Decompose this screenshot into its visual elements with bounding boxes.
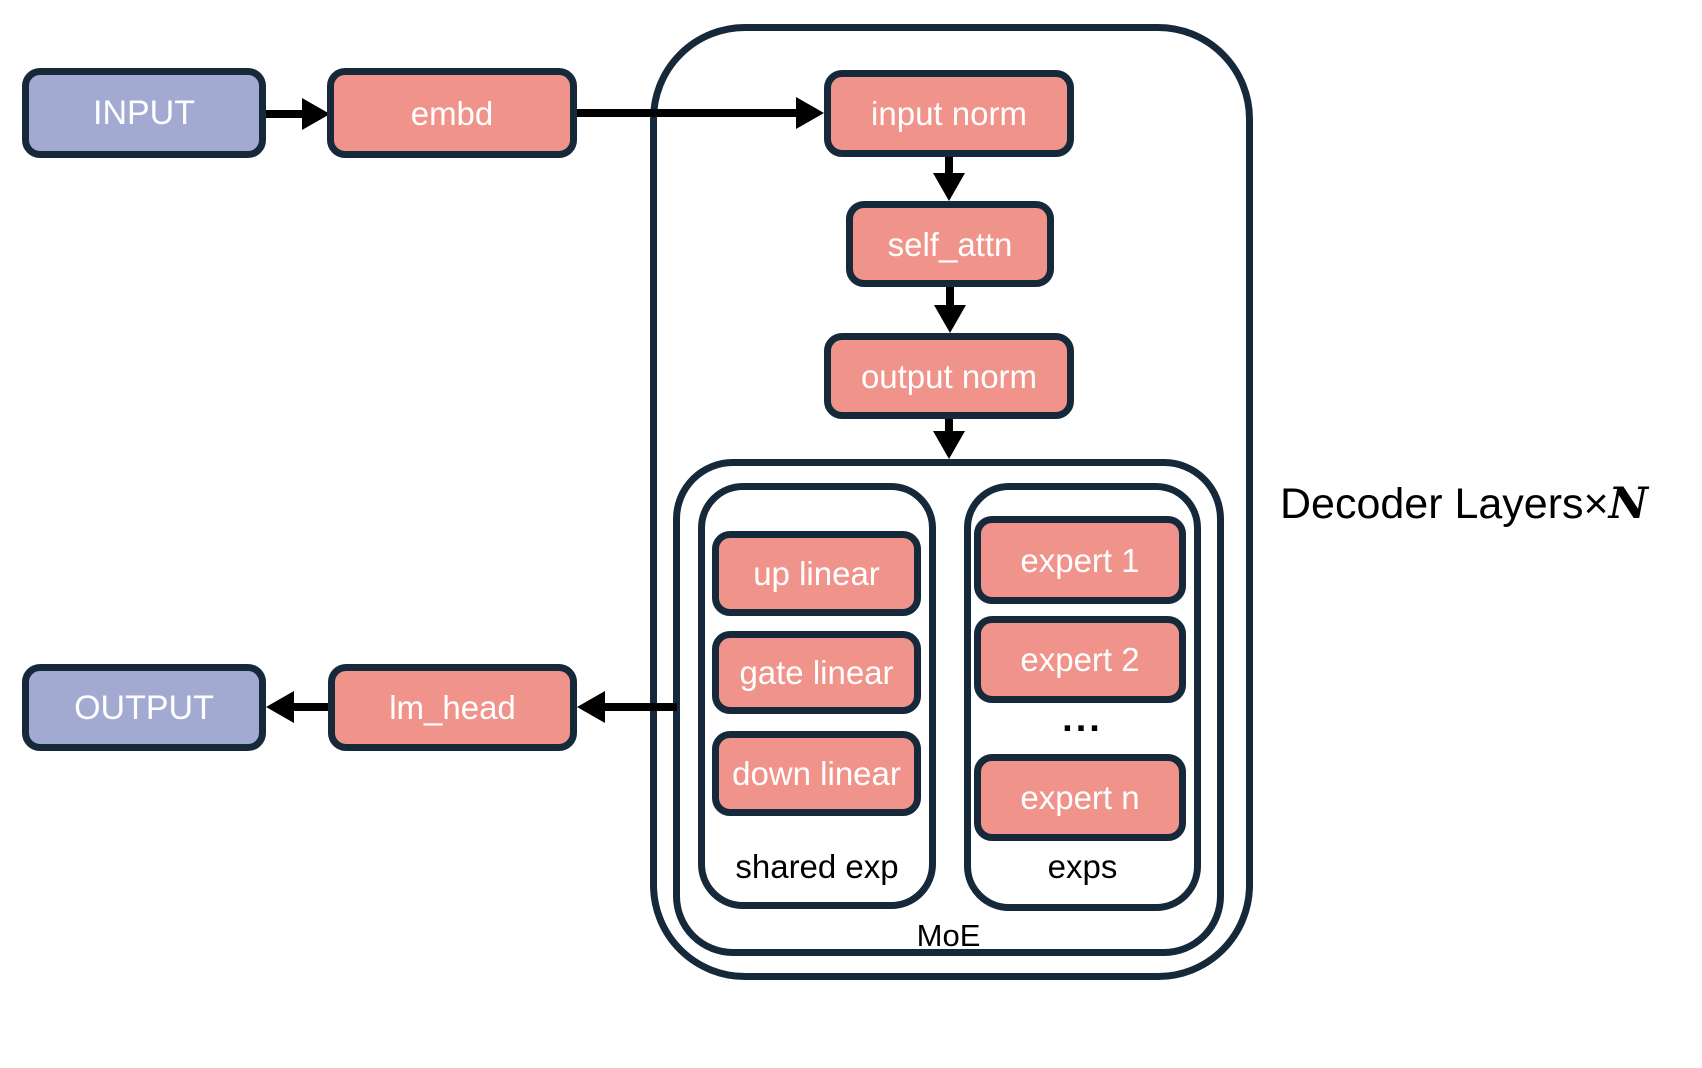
output-norm-node-label: output norm — [860, 357, 1038, 395]
exps-container — [964, 483, 1201, 911]
expert-2-node: expert 2 — [974, 616, 1186, 703]
arrow-lm-head-to-output — [266, 691, 332, 723]
expert-1-node-label: expert 1 — [1020, 541, 1140, 579]
output-node-label: OUTPUT — [74, 688, 214, 727]
times-symbol: × — [1583, 480, 1609, 528]
down-linear-node: down linear — [712, 731, 921, 816]
input-node-label: INPUT — [93, 94, 195, 132]
embd-node-label: embd — [410, 94, 494, 132]
shared-exp-label: shared exp — [735, 848, 899, 885]
down-linear-node-label: down linear — [732, 755, 901, 792]
arrow-input-to-embd — [266, 98, 330, 130]
input-norm-node-label: input norm — [871, 95, 1027, 132]
decoder-layers-text: Decoder Layers — [1280, 480, 1584, 528]
up-linear-node: up linear — [712, 531, 921, 616]
up-linear-node-label: up linear — [753, 555, 880, 592]
input-node: INPUT — [22, 68, 266, 158]
output-norm-node: output norm — [824, 333, 1074, 419]
n-symbol: N — [1608, 479, 1648, 529]
lm-head-node: lm_head — [328, 664, 577, 751]
self-attn-node: self_attn — [846, 201, 1054, 287]
input-norm-node: input norm — [824, 70, 1074, 157]
exps-label: exps — [1047, 848, 1118, 885]
gate-linear-node: gate linear — [712, 631, 921, 714]
decoder-layers-container — [650, 24, 1253, 980]
expert-2-node-label: expert 2 — [1020, 641, 1140, 678]
decoder-layers-caption: Decoder Layers×N — [1280, 483, 1648, 526]
moe-label: MoE — [916, 918, 981, 953]
expert-n-node-label: expert n — [1020, 779, 1140, 816]
embd-node: embd — [327, 68, 577, 158]
shared-exp-container — [698, 483, 936, 909]
experts-ellipsis: ... — [1062, 698, 1103, 740]
expert-1-node: expert 1 — [974, 516, 1186, 604]
expert-n-node: expert n — [974, 754, 1186, 841]
lm-head-node-label: lm_head — [389, 689, 516, 726]
self-attn-node-label: self_attn — [887, 225, 1013, 263]
gate-linear-node-label: gate linear — [739, 654, 894, 691]
output-node: OUTPUT — [22, 664, 266, 751]
